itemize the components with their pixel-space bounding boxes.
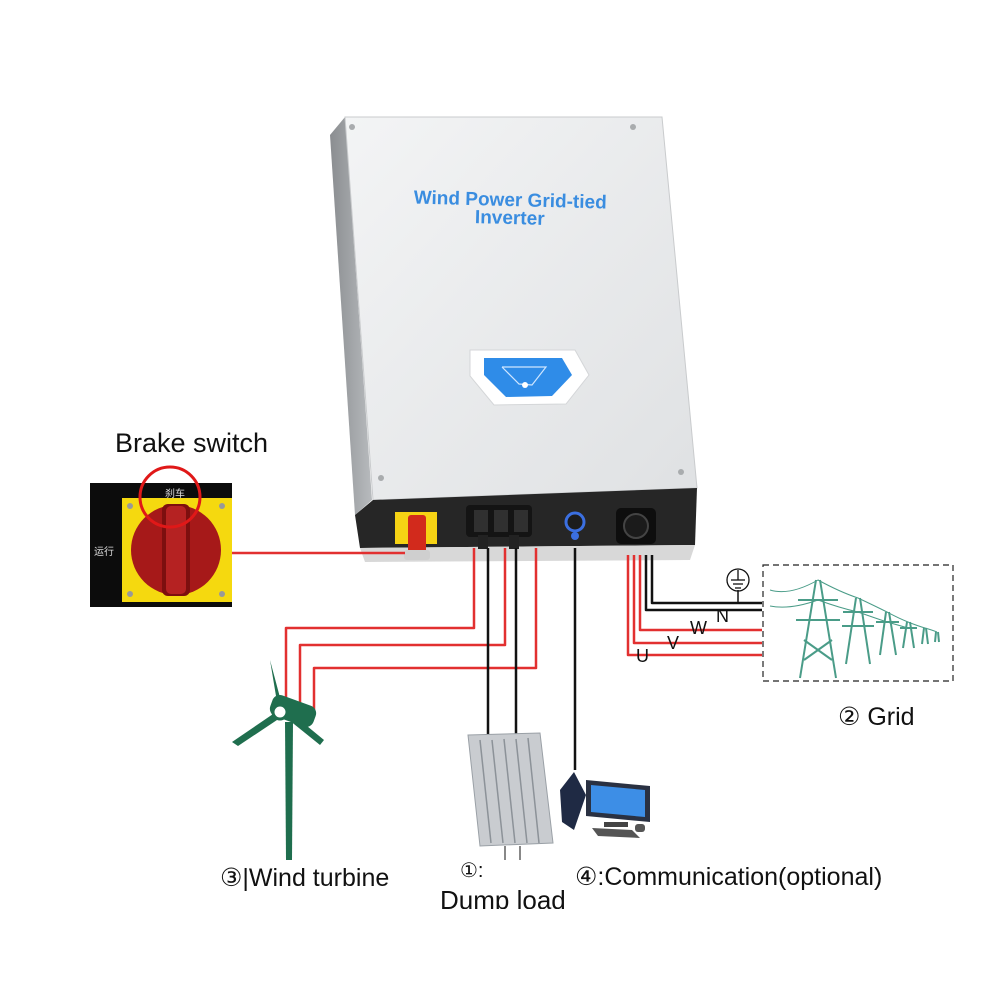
screw-icon: [378, 475, 384, 481]
transmission-tower-icon: [769, 579, 940, 679]
brake-switch-top-label: 刹车: [165, 489, 185, 500]
brake-switch: [90, 465, 232, 607]
highlight-circle: [138, 465, 202, 529]
communication-label: ④:Communication(optional): [575, 863, 883, 891]
inverter-title: Wind Power Grid-tied Inverter: [370, 187, 651, 231]
inverter-front-panel: [344, 116, 698, 501]
inverter-side-panel: [330, 117, 372, 515]
dump-load-resistor-icon: [467, 732, 554, 860]
brake-switch-label: Brake switch: [115, 428, 269, 458]
dump-load-label: Dump load: [440, 885, 566, 909]
ground-symbol-icon: [726, 568, 750, 592]
grid-label: ② Grid: [838, 703, 915, 731]
phase-n-label: N: [716, 606, 729, 626]
screw-icon: [349, 124, 355, 130]
dump-load-number: ①:: [460, 860, 484, 882]
computer-icon: [560, 772, 650, 838]
wind-turbine-label: ③|Wind turbine: [220, 864, 390, 892]
phase-w-label: W: [690, 618, 707, 638]
brake-switch-left-label: 运行: [94, 547, 114, 558]
phase-u-label: U: [636, 646, 649, 666]
grid-box: [762, 564, 954, 682]
phase-v-label: V: [667, 633, 680, 653]
inverter-brake-knob: [408, 515, 426, 555]
dc-connectors: [466, 505, 532, 549]
communication-port: [564, 511, 586, 533]
wires: [232, 548, 762, 770]
screw-icon: [630, 124, 636, 130]
wind-turbine-icon: [232, 660, 324, 860]
inverter-display-screen: [484, 358, 572, 397]
inverter: [330, 116, 698, 562]
screw-icon: [678, 469, 684, 475]
